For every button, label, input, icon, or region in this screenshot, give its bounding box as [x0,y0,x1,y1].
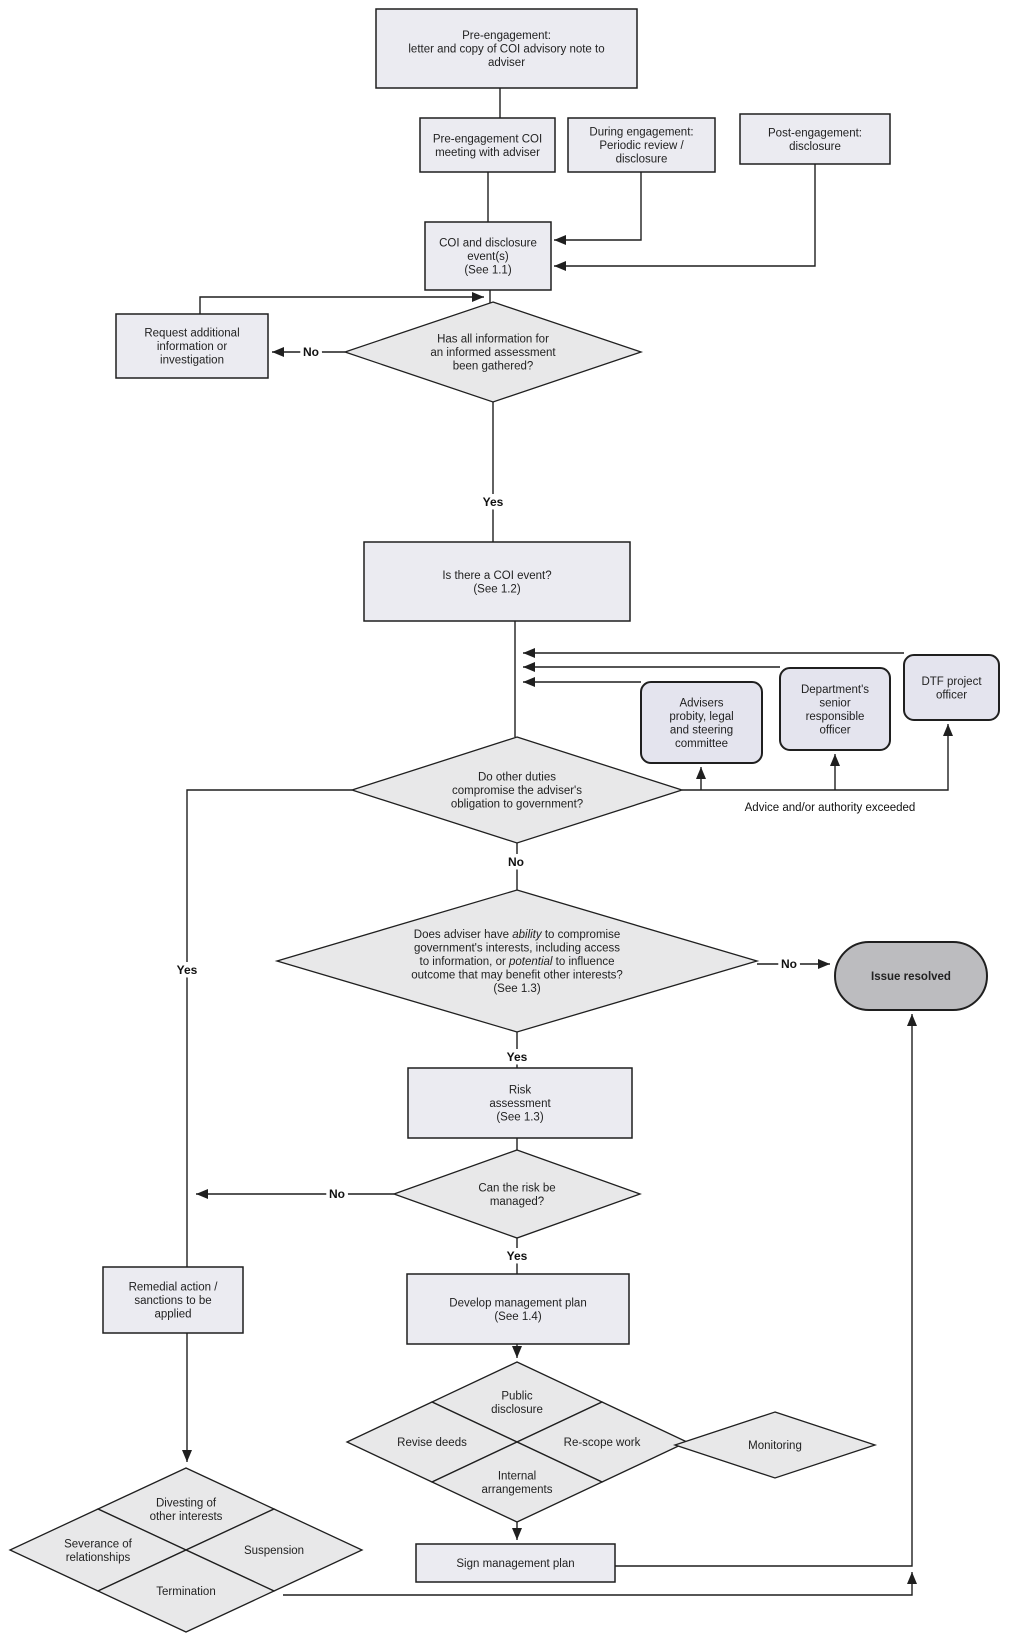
during-engagement-review-label: During engagement:Periodic review /discl… [589,127,693,166]
sign-management-plan-shape [415,1543,616,1583]
issue-resolved-shape [834,941,988,1011]
post-engagement-disclosure-label: Post-engagement:disclosure [768,127,862,153]
node-pre-engagement-letter: Pre-engagement:letter and copy of COI ad… [375,8,638,89]
duties-compromise-decision-shape [349,736,685,844]
label-duties-yes: Yes [177,963,198,977]
risk-assessment-shape [407,1067,633,1139]
dept-senior-responsible-officer-shape [779,667,891,751]
edge-sanctions-to-issue-line [283,1572,917,1596]
sanction-termination-shape [96,1549,276,1633]
node-post-engagement-disclosure: Post-engagement:disclosure [739,113,891,165]
node-coi-event-question: Is there a COI event?(See 1.2) [363,541,631,622]
edge-post-to-coi-events [554,164,816,271]
coi-disclosure-events-shape [424,221,552,291]
node-issue-resolved: Issue resolved [834,941,988,1011]
option-internal-arrangements-shape [430,1441,604,1523]
advisers-probity-committee-shape [640,681,763,764]
label-gathered-no: No [303,345,319,359]
edge-duties-yes-branch [186,789,352,1267]
dtf-project-officer-shape [903,654,1000,721]
gathered-decision-shape [342,301,644,403]
edge-during-to-coi-events [554,172,642,245]
sanction-suspension-label: Suspension [244,1545,304,1557]
issue-resolved-label: Issue resolved [871,971,951,983]
label-ability-no: No [781,957,797,971]
option-rescope-work-label: Re-scope work [564,1437,641,1449]
option-monitoring-label: Monitoring [748,1440,802,1452]
risk-managed-decision-shape [392,1149,642,1239]
edge-sign-to-issue-resolved [615,1014,917,1567]
pre-engagement-meeting-shape [419,117,556,173]
node-option-monitoring: Monitoring [672,1411,878,1479]
label-managed-yes: Yes [507,1249,528,1263]
node-develop-management-plan: Develop management plan(See 1.4) [406,1273,630,1345]
label-managed-no: No [329,1187,345,1201]
node-sanction-termination: Termination [96,1549,276,1633]
coi-event-question-shape [363,541,631,622]
pre-engagement-letter-label: Pre-engagement:letter and copy of COI ad… [408,30,604,69]
label-duties-no: No [508,855,524,869]
label-advice-exceeded: Advice and/or authority exceeded [745,802,916,814]
post-engagement-disclosure-shape [739,113,891,165]
develop-management-plan-shape [406,1273,630,1345]
node-during-engagement-review: During engagement:Periodic review /discl… [567,117,716,173]
sign-management-plan-label: Sign management plan [456,1558,574,1570]
edge-request-info-loop [199,292,484,314]
remedial-action-shape [102,1266,244,1334]
during-engagement-review-shape [567,117,716,173]
label-gathered-yes: Yes [483,495,504,509]
node-sign-management-plan: Sign management plan [415,1543,616,1583]
label-ability-yes: Yes [507,1050,528,1064]
request-additional-info-shape [115,313,269,379]
option-monitoring-shape [672,1411,878,1479]
ability-compromise-decision-shape [274,889,760,1033]
sanction-termination-label: Termination [156,1586,215,1598]
coi-event-question-label: Is there a COI event?(See 1.2) [442,570,551,596]
edge-advice-exceeded-line [682,724,953,791]
pre-engagement-letter-shape [375,8,638,89]
develop-management-plan-label: Develop management plan(See 1.4) [449,1297,586,1323]
option-revise-deeds-label: Revise deeds [397,1437,467,1449]
